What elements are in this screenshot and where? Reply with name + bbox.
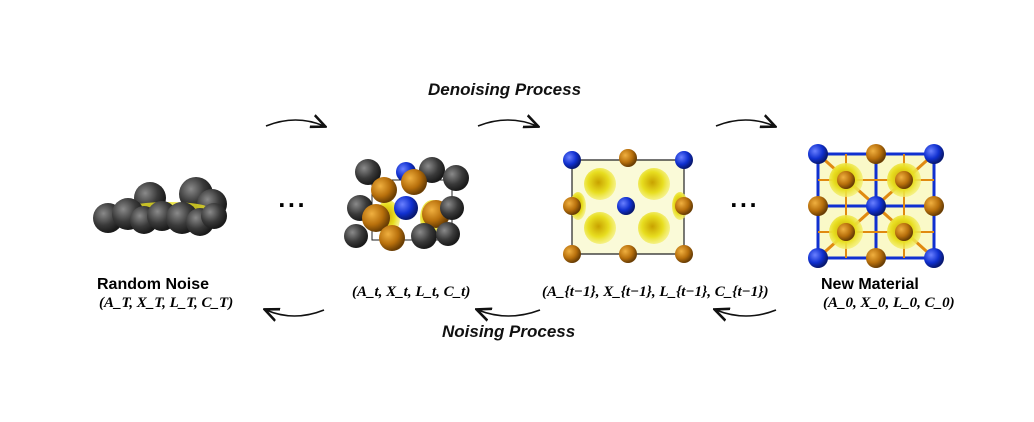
- stage-math-random-noise: (A_T, X_T, L_T, C_T): [99, 295, 234, 311]
- denoising-process-label: Denoising Process: [428, 80, 582, 99]
- cell-t-atoms: [344, 157, 469, 251]
- material-atoms: [808, 144, 944, 268]
- denoise-arrow-2: [477, 120, 537, 126]
- stage-title-new-material: New Material: [821, 276, 919, 293]
- noise-arrow-2: [478, 310, 541, 316]
- stage-math-t-minus-1: (A_{t−1}, X_{t−1}, L_{t−1}, C_{t−1}): [542, 284, 769, 300]
- noising-process-label: Noising Process: [442, 322, 576, 341]
- stage-math-new-material: (A_0, X_0, L_0, C_0): [823, 295, 955, 311]
- noise-atoms: [93, 177, 227, 236]
- noise-arrow-1: [266, 310, 325, 316]
- ellipsis-right: ···: [730, 193, 759, 217]
- ellipsis-left: ···: [278, 193, 307, 217]
- stage-title-random-noise: Random Noise: [97, 276, 210, 293]
- noise-arrow-3: [716, 310, 777, 316]
- denoise-arrow-3: [715, 120, 774, 126]
- denoise-arrow-1: [265, 120, 324, 126]
- cell-t-minus-1-atoms: [563, 149, 693, 263]
- stage-math-t: (A_t, X_t, L_t, C_t): [352, 284, 471, 300]
